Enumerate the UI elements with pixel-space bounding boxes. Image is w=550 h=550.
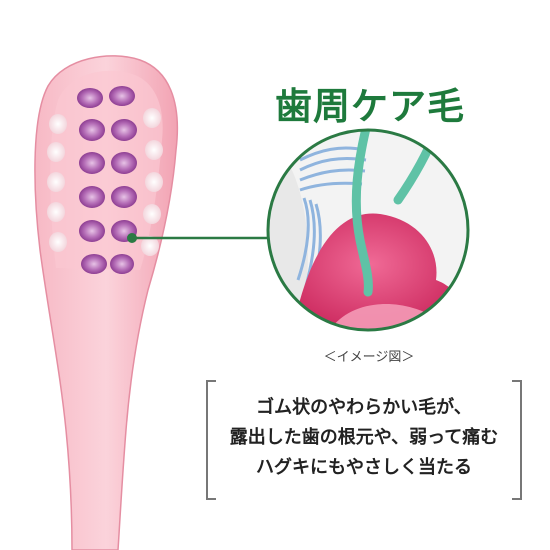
feature-title: 歯周ケア毛 xyxy=(275,85,465,128)
white-bristle-tufts xyxy=(47,108,163,256)
description-line-1: ゴム状のやわらかい毛が、 xyxy=(256,397,472,418)
bracket-right xyxy=(512,380,522,500)
rubber-bristle-icon xyxy=(351,130,445,297)
gum-icon xyxy=(290,213,468,330)
description-line-3: ハグキにもやさしく当たる xyxy=(256,457,472,478)
callout-dot xyxy=(127,233,137,243)
zoom-detail-illustration xyxy=(268,130,468,330)
description-box: ゴム状のやわらかい毛が、 露出した歯の根元や、弱って痛む ハグキにもやさしく当た… xyxy=(206,380,522,500)
zoom-circle-border xyxy=(266,128,470,332)
description-text: ゴム状のやわらかい毛が、 露出した歯の根元や、弱って痛む ハグキにもやさしく当た… xyxy=(222,393,506,483)
image-caption: ＜イメージ図＞ xyxy=(323,350,415,365)
description-line-2: 露出した歯の根元や、弱って痛む xyxy=(229,427,499,448)
purple-bristle-tufts xyxy=(77,86,137,274)
bracket-left xyxy=(206,380,216,500)
